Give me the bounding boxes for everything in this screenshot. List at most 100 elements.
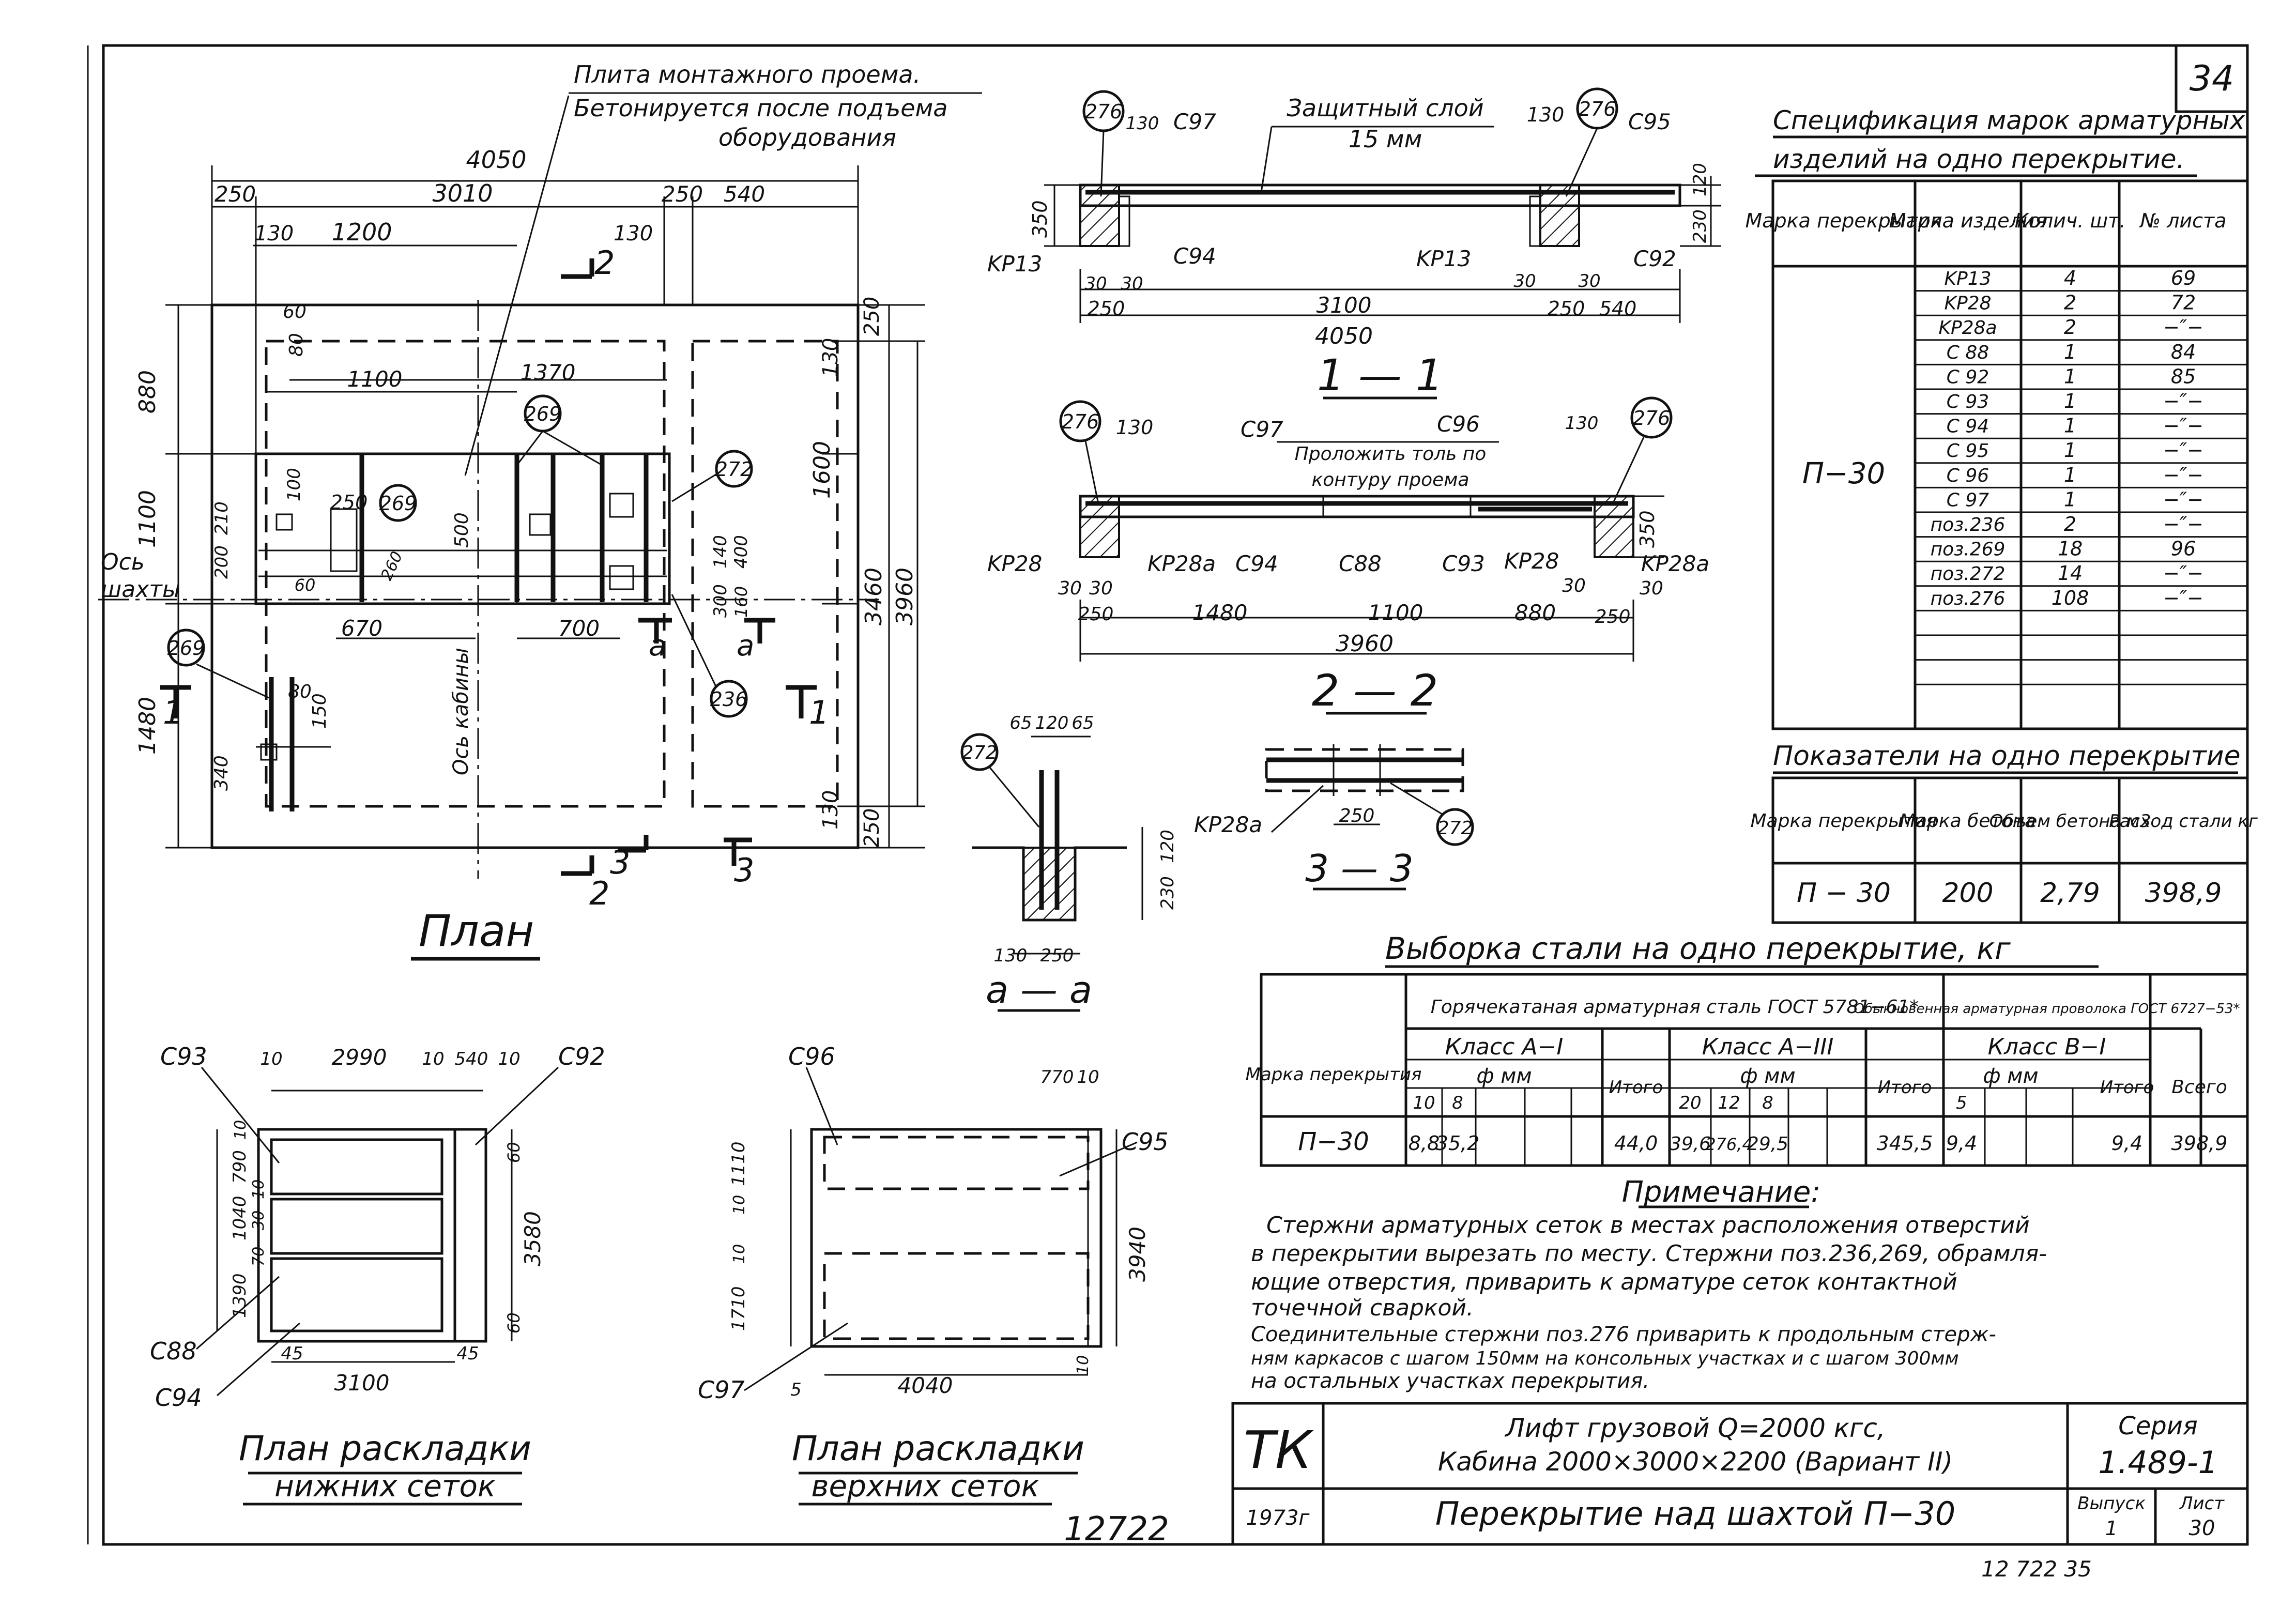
spec-cell: поз.272 [1931, 563, 2006, 585]
section-1-1-note: Защитный слой [1287, 94, 1483, 122]
note-title: Примечание: [1622, 1175, 1820, 1209]
steel-cell: 398,9 [2171, 1132, 2228, 1155]
plan-axis-shaft-2: шахты [101, 576, 180, 603]
spec-cell: C 92 [1947, 366, 1989, 388]
section-2-2-dim: 130 [1565, 413, 1599, 434]
plan-dim: 400 [731, 535, 752, 569]
plan-dim: 3460 [861, 568, 887, 625]
indicators-table [1771, 771, 2249, 924]
plan-dim: 160 [731, 586, 751, 618]
plan-title: План [419, 906, 534, 956]
section-2-2-dim: 130 [1116, 416, 1154, 439]
series-value: 1.489-1 [2098, 1445, 2218, 1481]
lower-mesh-label: C92 [558, 1043, 605, 1070]
section-2-2-label: KP28a [1147, 551, 1216, 576]
section-1-1 [1044, 87, 1721, 400]
steel-cell: 35,2 [1436, 1132, 1480, 1155]
lower-mesh-dim: 1040 [229, 1196, 250, 1240]
plan-mark: 269 [524, 403, 562, 425]
spec-title-2: изделий на одно перекрытие. [1773, 144, 2184, 174]
plan-dim: 540 [724, 181, 765, 207]
plan-dim: 130 [819, 790, 843, 830]
lower-mesh-dim: 10 [260, 1049, 282, 1069]
section-3-3-label: KP28a [1194, 812, 1262, 837]
steel-cell: 345,5 [1877, 1132, 1933, 1155]
upper-mesh-label: C95 [1122, 1128, 1169, 1156]
indicators-header: Объем бетона м3 [1989, 811, 2151, 832]
spec-cell: 1 [2064, 365, 2076, 388]
plan-dim: 80 [286, 333, 307, 357]
section-2-2-label: C94 [1235, 551, 1278, 576]
section-cut-label: a [737, 629, 754, 663]
plan-mark: 269 [379, 492, 417, 515]
section-1-1-dim: 3100 [1317, 293, 1372, 318]
plan-dim: 130 [819, 338, 843, 377]
steel-cell: 9,4 [1946, 1132, 1977, 1155]
plan-dim: 4050 [466, 146, 526, 174]
spec-title-1: Спецификация марок арматурных [1773, 105, 2245, 135]
section-2-2-label: C96 [1437, 411, 1480, 437]
lower-mesh-dim: 60 [504, 1312, 524, 1334]
lower-mesh-dim: 10 [232, 1120, 250, 1140]
upper-mesh-dim: 1710 [728, 1286, 749, 1331]
steel-d: 8 [1452, 1093, 1463, 1113]
title-line-2: Кабина 2000×3000×2200 (Вариант II) [1438, 1447, 1953, 1477]
upper-mesh-dim: 1110 [728, 1141, 749, 1186]
spec-cell: 18 [2058, 538, 2083, 560]
section-2-2-note: Проложить толь по [1295, 443, 1487, 465]
spec-cell: 96 [2171, 538, 2196, 560]
section-2-2-dim: 30 [1089, 578, 1113, 599]
plan-dim: 260 [378, 549, 407, 584]
spec-header: Марка перекрытия [1745, 209, 1942, 232]
steel-class-a3: Класс A−III [1702, 1034, 1834, 1060]
section-a-a-title: a — a [986, 968, 1092, 1012]
title-org: ТК [1244, 1420, 1314, 1480]
indicators-header: Расход стали кг [2109, 811, 2258, 832]
spec-cell: 1 [2064, 415, 2076, 437]
spec-cell: C 97 [1947, 489, 1989, 511]
plan-dim: 250 [330, 491, 368, 514]
lower-mesh-dim: 45 [281, 1343, 303, 1364]
note-line: на остальных участках перекрытия. [1251, 1369, 1649, 1393]
section-1-1-label: C92 [1633, 246, 1676, 271]
section-2-2-note: контуру проема [1312, 469, 1470, 491]
spec-header: Колич. шт. [2015, 209, 2126, 232]
section-1-1-note: 15 мм [1349, 125, 1422, 153]
section-2-2-dim: 1480 [1192, 600, 1248, 625]
plan-dim: 140 [710, 535, 731, 569]
spec-cell: −″− [2163, 488, 2203, 511]
plan-dim: 60 [295, 575, 316, 595]
spec-cell: 72 [2171, 292, 2196, 314]
spec-cell: 1 [2064, 439, 2076, 462]
sheet-number: 34 [2190, 58, 2234, 99]
section-1-1-label: KP13 [1416, 246, 1471, 271]
upper-mesh-label: C96 [788, 1043, 835, 1070]
sheet-label: Лист [2179, 1493, 2225, 1514]
upper-mesh-dim: 10 [730, 1195, 748, 1215]
plan-dim: 300 [710, 584, 731, 618]
section-a-a-dim: 65 [1072, 713, 1094, 733]
plan-dim: 340 [211, 755, 232, 791]
steel-phi-b1: ф мм [1983, 1064, 2038, 1088]
note-line: ющие отверстия, приварить к арматуре сет… [1251, 1269, 1957, 1295]
spec-cell: −″− [2163, 562, 2203, 585]
indicators-header: Марка перекрытия [1751, 810, 1937, 832]
title-main: Перекрытие над шахтой П−30 [1435, 1495, 1955, 1533]
upper-mesh-dim: 10 [730, 1244, 748, 1264]
lower-mesh-dim: 2990 [332, 1045, 387, 1070]
spec-table [1755, 135, 2249, 730]
indicators-title: Показатели на одно перекрытие [1773, 741, 2241, 772]
spec-cell: 1 [2064, 341, 2076, 363]
spec-cell: C 88 [1947, 342, 1989, 363]
upper-mesh-dim: 3940 [1125, 1227, 1150, 1282]
doc-number: 12722 [1064, 1510, 1169, 1549]
upper-mesh-label: C97 [698, 1376, 745, 1404]
lower-mesh-dim: 540 [455, 1049, 488, 1069]
section-2-2-label: KP28a [1641, 551, 1709, 576]
sheet-value: 30 [2189, 1516, 2215, 1540]
section-cut-label: 3 [610, 844, 630, 881]
section-1-1-label: KP13 [987, 251, 1042, 277]
plan-mark: 236 [710, 688, 748, 711]
series-label: Серия [2118, 1412, 2198, 1441]
